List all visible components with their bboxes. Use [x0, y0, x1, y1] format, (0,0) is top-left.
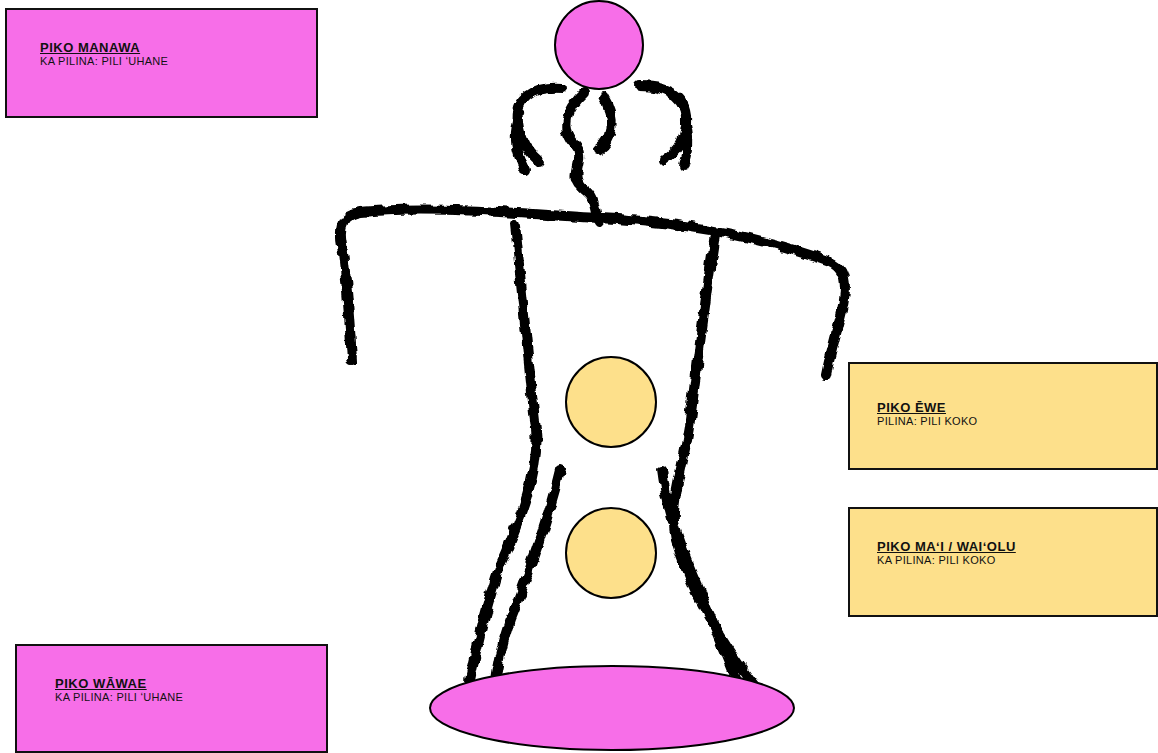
figure-strokes: [341, 86, 845, 690]
piko-heading: PIKO ĒWE: [877, 400, 1156, 415]
navel-circle: [566, 357, 656, 447]
feet-ellipse: [430, 666, 794, 750]
left-arm: [341, 209, 600, 360]
neck: [566, 92, 611, 222]
piko-heading: PIKO MAʻI / WAIʻOLU: [877, 539, 1156, 554]
hair-left: [516, 88, 562, 170]
pilina-text: KA PILINA: PILI KOKO: [877, 554, 1156, 567]
left-leg-inner: [494, 470, 560, 690]
piko-box: PIKO WĀWAEKA PILINA: PILI ʻUHANE: [15, 644, 328, 753]
pilina-text: KA PILINA: PILI ʻUHANE: [40, 55, 316, 68]
piko-heading: PIKO WĀWAE: [55, 676, 326, 691]
right-arm: [600, 218, 845, 375]
piko-heading: PIKO MANAWA: [40, 40, 316, 55]
right-leg-inner: [662, 470, 740, 690]
piko-box: PIKO MAʻI / WAIʻOLUKA PILINA: PILI KOKO: [848, 507, 1158, 617]
piko-box: PIKO MANAWAKA PILINA: PILI ʻUHANE: [5, 8, 318, 118]
pilina-text: KA PILINA: PILI ʻUHANE: [55, 691, 326, 704]
hair-right: [640, 86, 688, 166]
head-circle: [555, 1, 643, 89]
groin-circle: [566, 508, 656, 598]
piko-box: PIKO ĒWEPILINA: PILI KOKO: [848, 362, 1158, 470]
pilina-text: PILINA: PILI KOKO: [877, 415, 1156, 428]
torso-left: [468, 224, 537, 690]
